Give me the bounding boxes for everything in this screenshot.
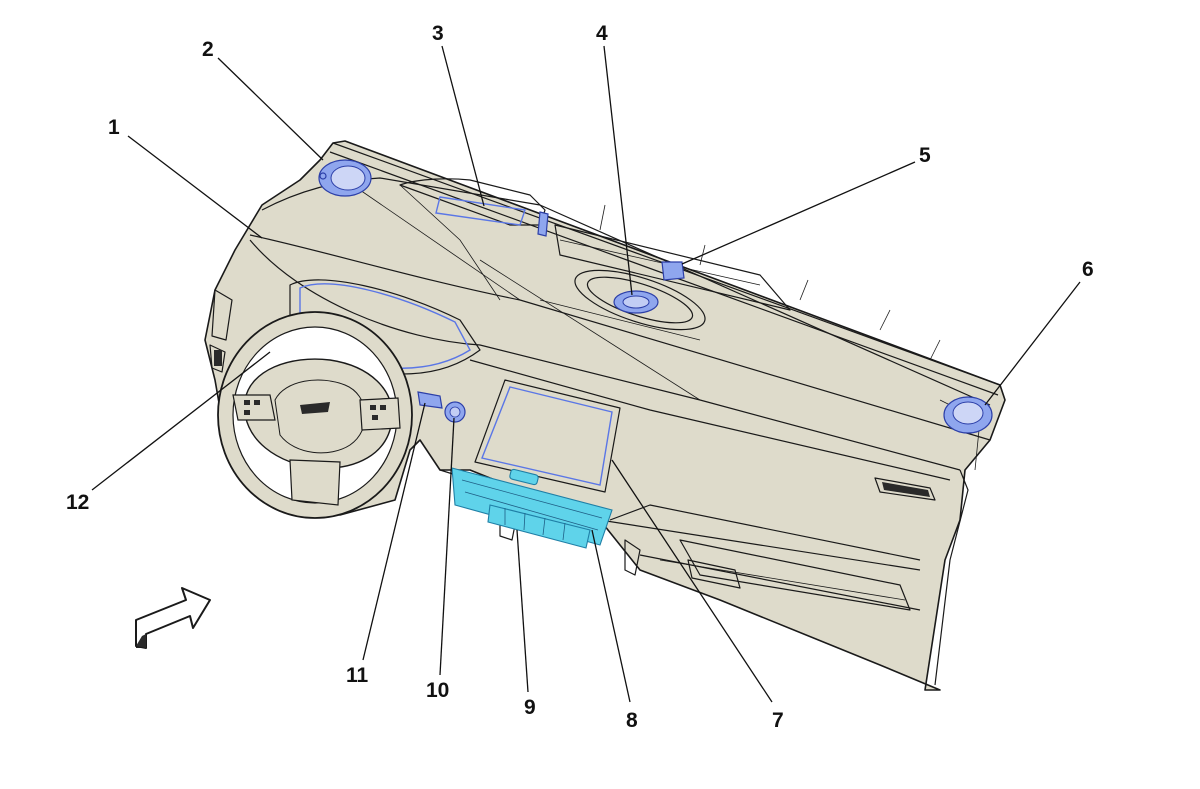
part-3-head-up-display bbox=[435, 196, 526, 226]
callout-2: 2 bbox=[202, 38, 214, 61]
leader-11 bbox=[362, 402, 426, 661]
leader-9 bbox=[516, 529, 529, 693]
leader-6 bbox=[984, 281, 1081, 406]
callout-6: 6 bbox=[1082, 258, 1094, 281]
part-10-start-button bbox=[444, 401, 466, 423]
leader-7 bbox=[611, 459, 773, 703]
part-4-center-speaker bbox=[613, 290, 659, 314]
part-6-right-speaker bbox=[943, 396, 993, 434]
callout-8: 8 bbox=[626, 709, 638, 732]
callout-5: 5 bbox=[919, 144, 931, 167]
callout-10: 10 bbox=[426, 679, 449, 702]
callout-1: 1 bbox=[108, 116, 120, 139]
leader-12 bbox=[91, 351, 271, 491]
part-11-switch bbox=[417, 391, 443, 409]
leader-10 bbox=[439, 417, 455, 676]
callout-3: 3 bbox=[432, 22, 444, 45]
leader-2 bbox=[217, 57, 324, 161]
callout-9: 9 bbox=[524, 696, 536, 719]
steering-wheel bbox=[217, 311, 413, 519]
part-9-control-buttons bbox=[487, 504, 591, 549]
leader-lines bbox=[91, 45, 1081, 703]
leader-4 bbox=[603, 45, 633, 296]
callout-12: 12 bbox=[66, 491, 89, 514]
leader-3 bbox=[441, 45, 485, 207]
callout-4: 4 bbox=[596, 22, 608, 45]
leader-5 bbox=[681, 161, 916, 265]
part-2-left-speaker bbox=[318, 159, 372, 197]
leader-1 bbox=[127, 135, 263, 239]
callout-7: 7 bbox=[772, 709, 784, 732]
part-5-sensor bbox=[661, 261, 685, 281]
leader-8 bbox=[591, 529, 631, 703]
part-3-bracket bbox=[537, 211, 549, 237]
forward-arrow-icon bbox=[135, 587, 211, 649]
callout-labels: 1 2 3 4 5 6 7 8 9 10 11 12 bbox=[66, 22, 1094, 732]
callout-11: 11 bbox=[346, 664, 369, 687]
part-7-center-display bbox=[474, 379, 621, 493]
